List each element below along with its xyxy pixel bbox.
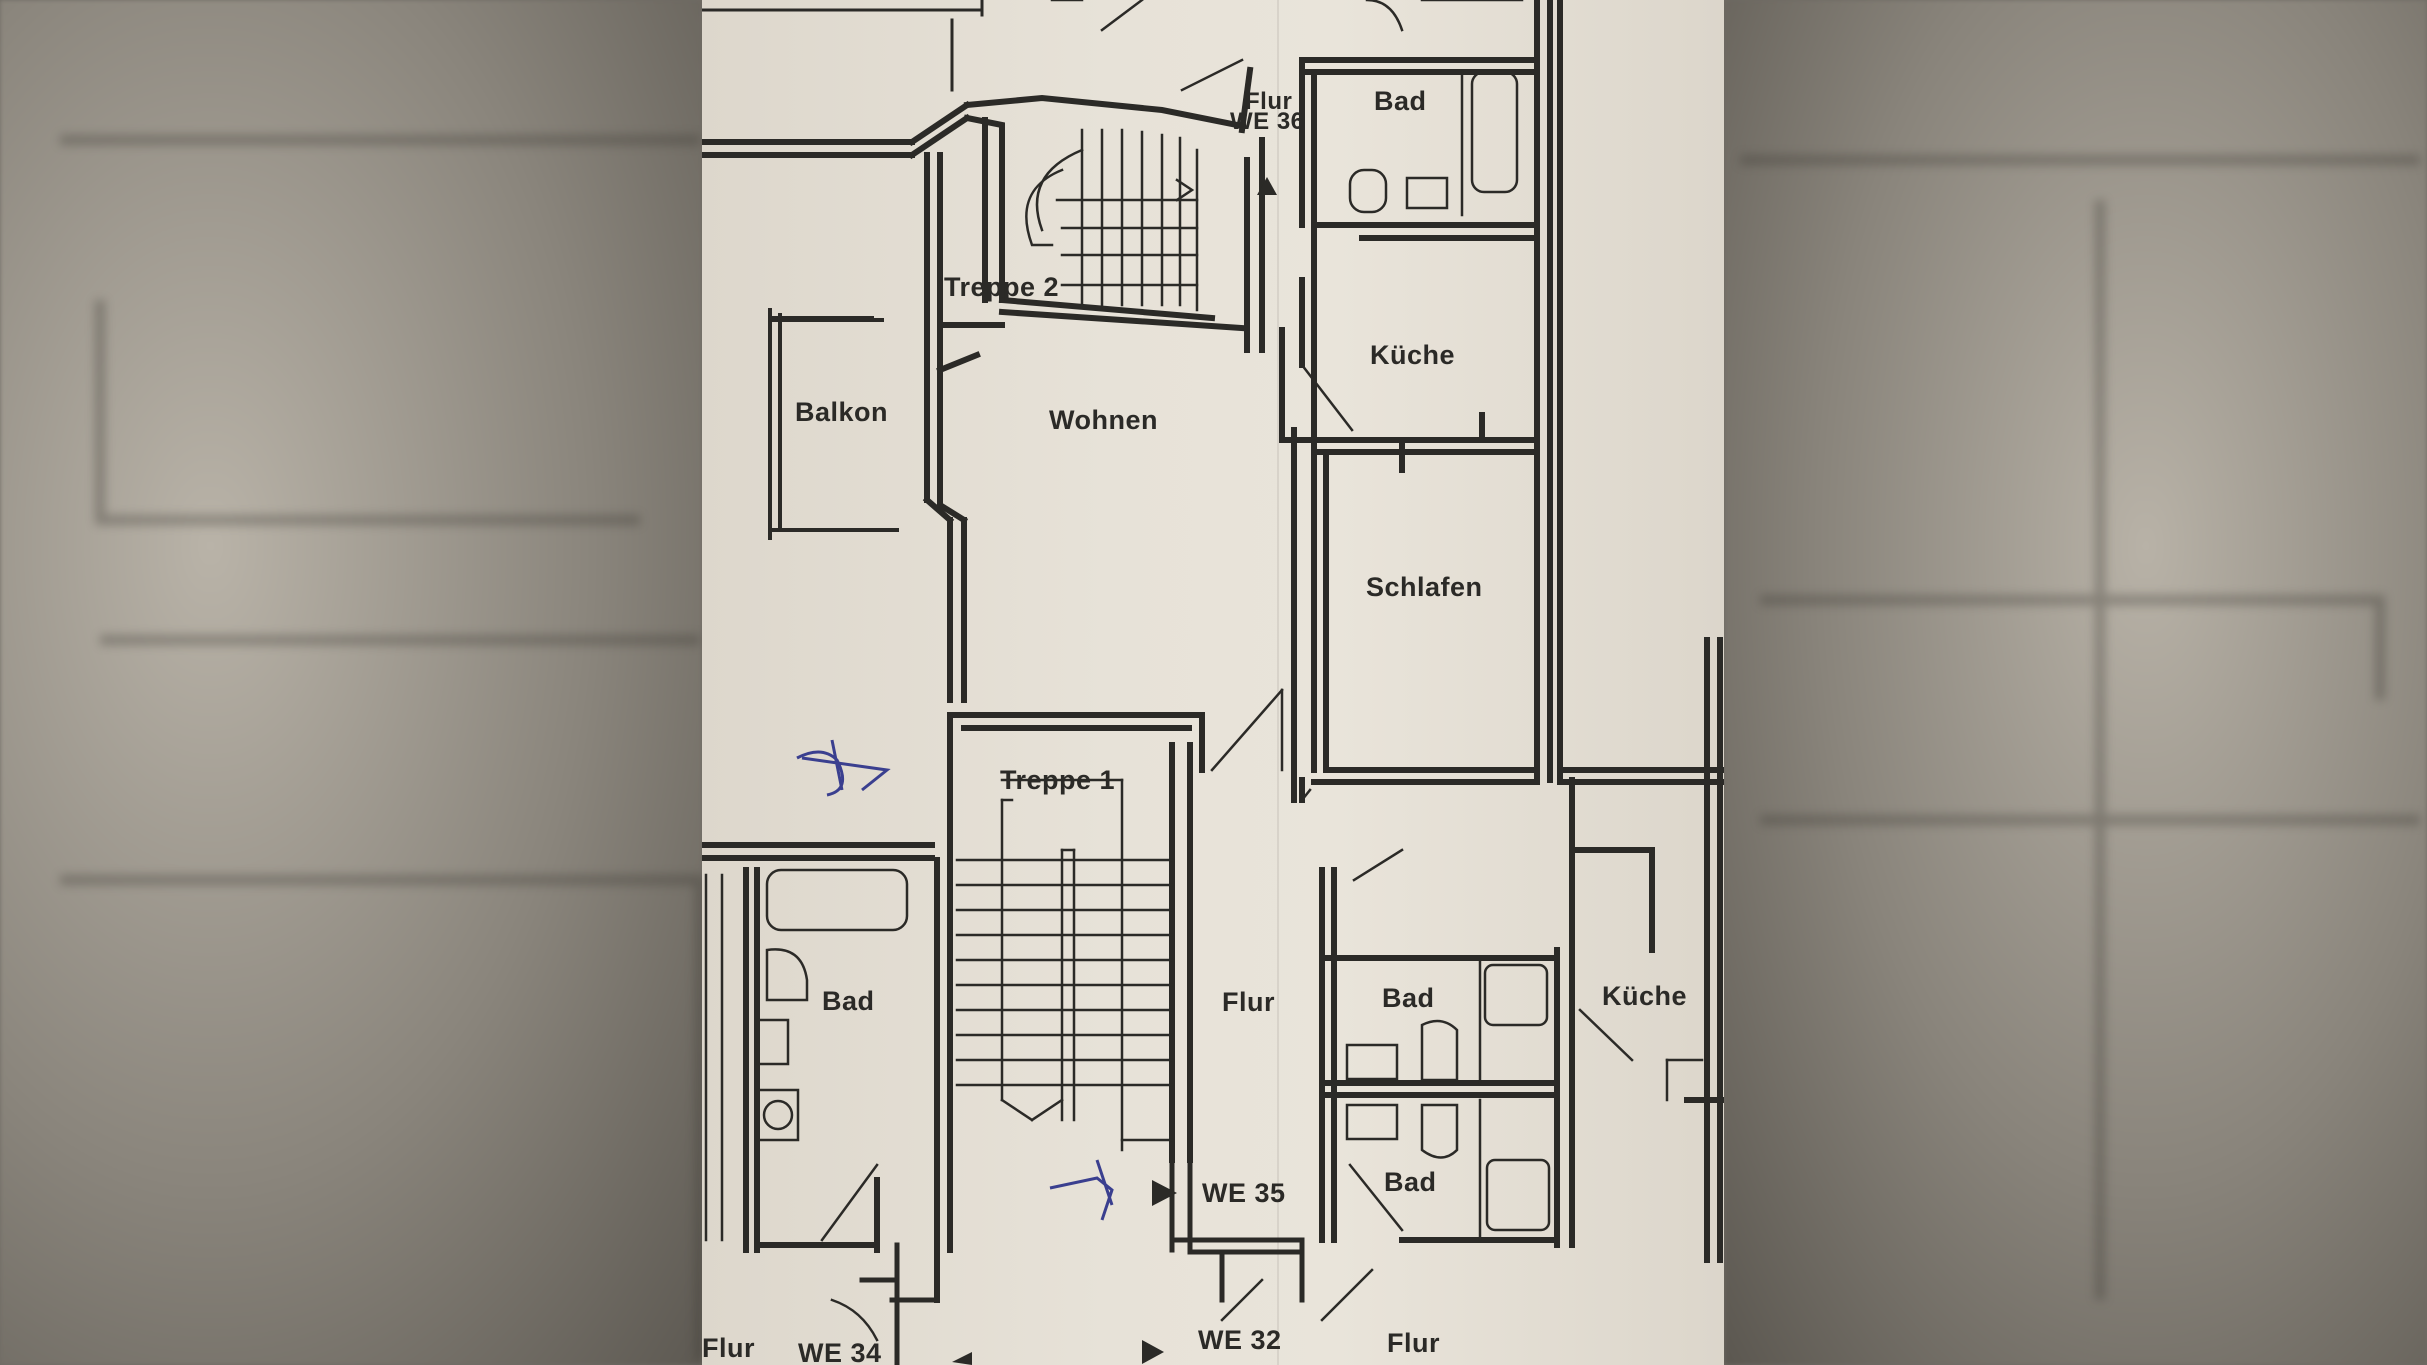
label-bad-left: Bad (822, 986, 875, 1016)
bad-left-walls (702, 842, 935, 1253)
bottom-door-swings (830, 1268, 1374, 1342)
wohnen-walls (922, 152, 1317, 803)
floor-plan-drawing (702, 0, 1724, 1365)
label-kueche-top: Küche (1370, 340, 1456, 370)
bad-mid-fixtures (1345, 848, 1551, 1242)
entry-marker-we35 (1152, 1180, 1177, 1206)
label-flur-bottom-right: Flur (1387, 1328, 1440, 1358)
upper-right-rooms (1238, 0, 1563, 783)
treppe-2-outline (963, 94, 1265, 353)
entry-marker-we34 (952, 1352, 972, 1365)
door-swings-top (1050, 0, 1404, 432)
background-right (1724, 0, 2427, 1365)
bad-left-fixtures (704, 868, 909, 1242)
entry-marker-we32 (1142, 1340, 1164, 1364)
top-left-structure (702, 0, 984, 92)
background-left (0, 0, 702, 1365)
kueche-right-fixtures (1578, 1008, 1704, 1102)
label-we35: WE 35 (1202, 1178, 1286, 1208)
treppe-1-outline (934, 712, 1205, 1303)
label-kueche-right: Küche (1602, 981, 1688, 1011)
bottom-entrance (859, 1157, 1305, 1365)
paper-fold (1277, 0, 1279, 1365)
label-schlafen: Schlafen (1366, 572, 1483, 602)
kueche-right-walls (1557, 637, 1724, 1263)
label-flur-bottom-left: Flur (702, 1333, 755, 1363)
schlafen-walls (1299, 412, 1540, 803)
floor-plan-paper: Flur WE 36 Bad Treppe 2 Küche Balkon Woh… (702, 0, 1724, 1365)
label-flur-mid: Flur (1222, 987, 1275, 1017)
balkon-outline (768, 308, 899, 540)
entry-marker-we36 (1257, 177, 1277, 195)
pen-marks (796, 739, 1114, 1221)
bad-mid-walls (1319, 777, 1575, 1248)
label-balkon: Balkon (795, 397, 889, 427)
bad-top-fixtures (1348, 0, 1524, 217)
label-treppe-2: Treppe 2 (944, 272, 1060, 302)
label-bad-mid: Bad (1382, 983, 1435, 1013)
upper-left-wall (702, 100, 972, 160)
label-we34: WE 34 (798, 1338, 882, 1365)
treppe-1-steps (955, 778, 1174, 1152)
label-bad-lower: Bad (1384, 1167, 1437, 1197)
treppe-2-steps (1025, 128, 1199, 312)
label-bad-top: Bad (1374, 86, 1427, 116)
flur-door (1210, 688, 1312, 802)
label-treppe-1: Treppe 1 (1000, 765, 1116, 795)
label-we32: WE 32 (1198, 1325, 1282, 1355)
label-flur-top: Flur (1245, 88, 1293, 115)
label-we36: WE 36 (1230, 108, 1305, 135)
label-wohnen: Wohnen (1049, 405, 1158, 435)
